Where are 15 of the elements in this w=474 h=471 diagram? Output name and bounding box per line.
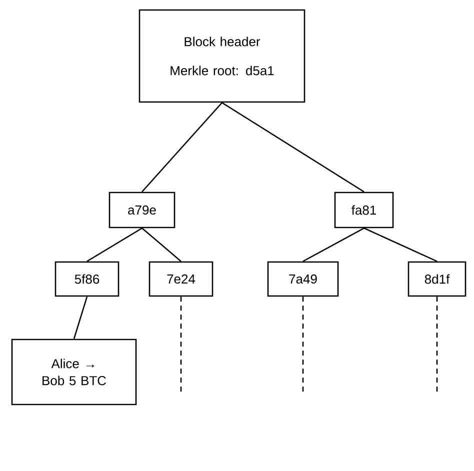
hash-box: 5f86 — [54, 261, 120, 297]
tree-line — [142, 102, 222, 192]
transaction-box: Alice → Bob 5 BTC — [11, 338, 137, 406]
hash-box: 8d1f — [408, 261, 466, 297]
tree-line — [86, 228, 142, 262]
hash-box: 7e24 — [148, 261, 214, 297]
hash-box: a79e — [108, 192, 176, 228]
block-header-box: Block header Merkle root: d5a1 — [138, 9, 306, 103]
tree-line — [222, 102, 364, 192]
hash-box: 7a49 — [267, 261, 339, 297]
tree-line — [302, 228, 364, 262]
tree-line — [142, 228, 182, 262]
tree-line — [73, 296, 88, 340]
tree-line — [364, 228, 438, 262]
hash-box: fa81 — [334, 192, 394, 228]
